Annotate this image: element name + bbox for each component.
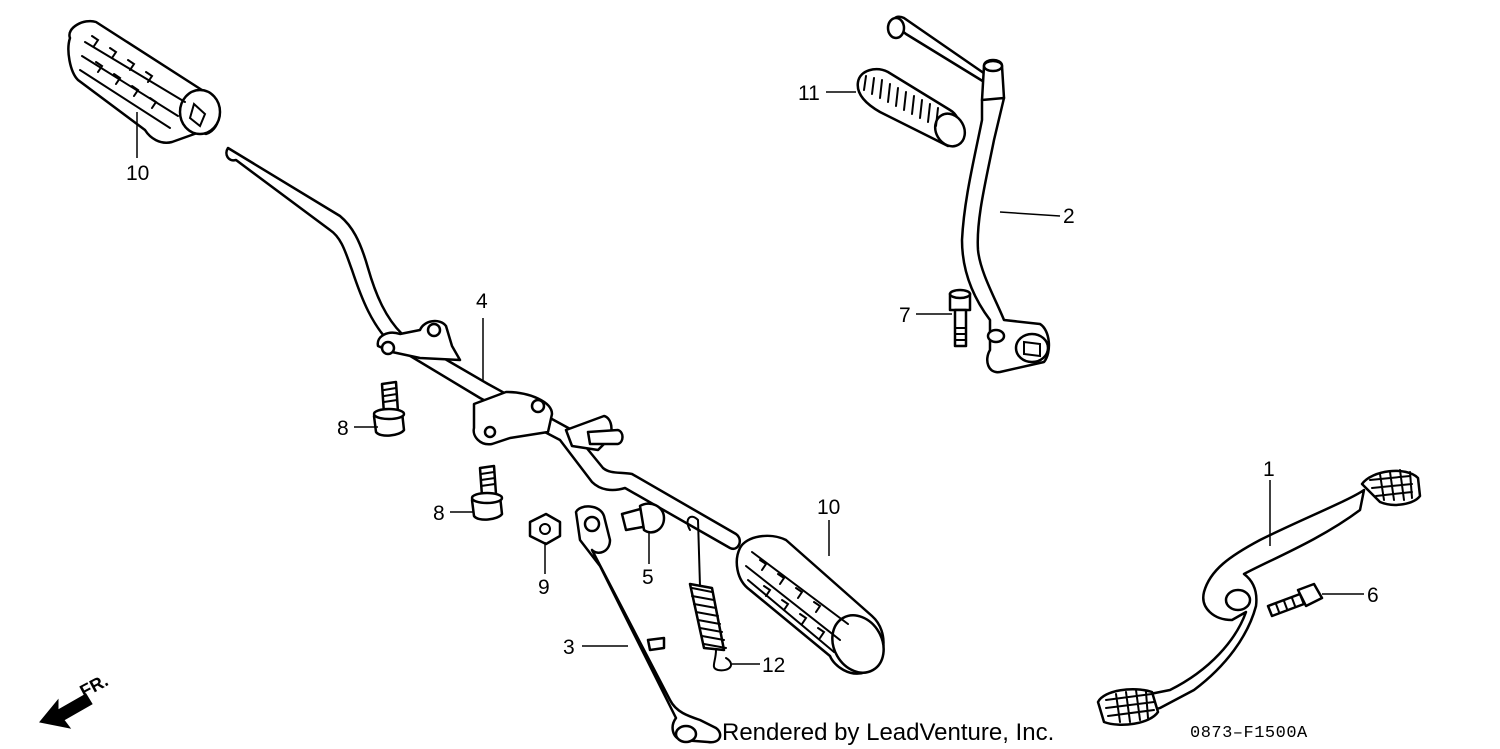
diagram-code: 0873–F1500A xyxy=(1190,724,1308,743)
pivot-bolt[interactable] xyxy=(620,502,666,534)
callout-10-top-left: 10 xyxy=(126,162,149,185)
footer-credit: Rendered by LeadVenture, Inc. xyxy=(722,719,1054,746)
callout-11: 11 xyxy=(798,82,820,105)
front-direction-arrow: FR. xyxy=(39,670,111,729)
brake-pedal[interactable] xyxy=(1096,469,1422,726)
callout-10-bottom: 10 xyxy=(817,496,840,519)
callout-8-upper: 8 xyxy=(337,417,349,440)
flange-bolt-upper[interactable] xyxy=(372,380,406,437)
callout-2: 2 xyxy=(1063,205,1075,228)
footpeg-bar[interactable] xyxy=(225,146,741,551)
callout-1: 1 xyxy=(1263,458,1275,481)
footpeg-rubber-right[interactable] xyxy=(735,534,894,682)
footpeg-rubber-left[interactable] xyxy=(67,19,222,144)
callout-4: 4 xyxy=(476,290,488,313)
callout-12: 12 xyxy=(762,654,785,677)
leader-lines xyxy=(136,91,1364,665)
flange-bolt-lower[interactable] xyxy=(470,464,504,521)
kick-arm-bolt[interactable] xyxy=(948,288,972,348)
callout-6: 6 xyxy=(1367,584,1379,607)
callout-labels: 10 11 2 7 4 8 8 9 5 10 3 12 1 6 xyxy=(126,82,1379,677)
callout-7: 7 xyxy=(899,304,911,327)
callout-8-lower: 8 xyxy=(433,502,445,525)
nut[interactable] xyxy=(528,512,562,546)
brake-pedal-bolt[interactable] xyxy=(1266,582,1324,618)
callout-9: 9 xyxy=(538,576,550,599)
stand-spring[interactable] xyxy=(686,515,733,672)
callout-3: 3 xyxy=(563,636,575,659)
callout-5: 5 xyxy=(642,566,654,589)
side-stand[interactable] xyxy=(574,505,722,744)
kick-starter-arm[interactable] xyxy=(886,15,1051,374)
kick-starter-rubber[interactable] xyxy=(856,68,971,151)
